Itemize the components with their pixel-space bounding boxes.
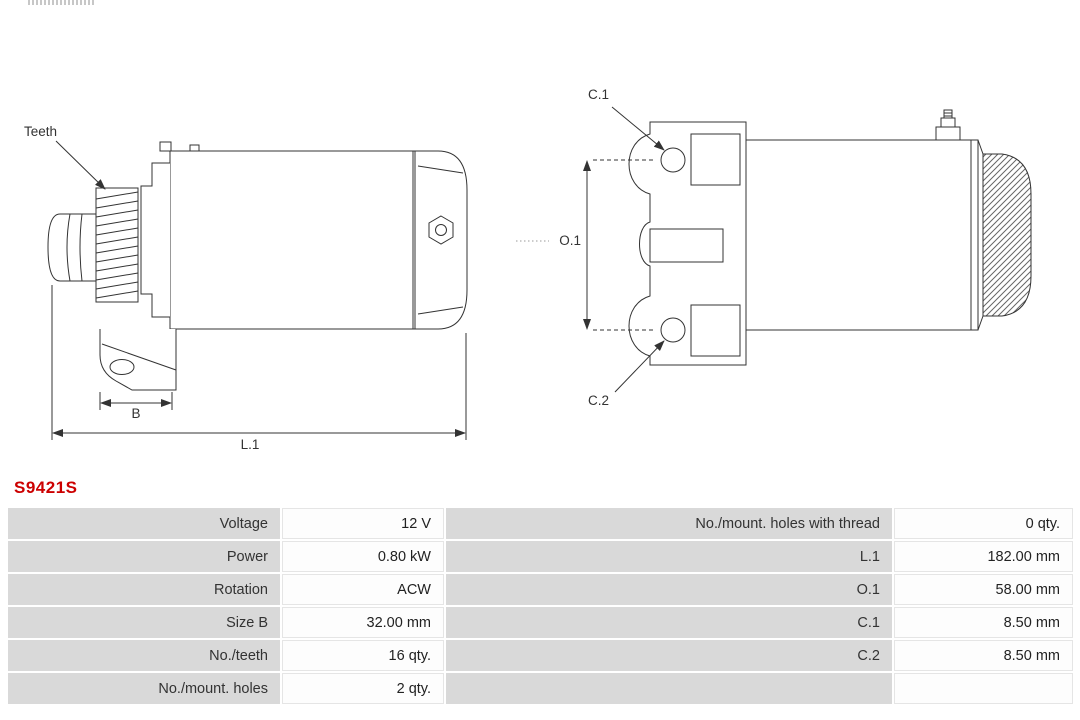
pinion-gear — [95, 187, 139, 303]
c1-leader — [611, 106, 665, 151]
technical-drawing: Teeth B L.1 — [24, 87, 1032, 452]
spec-label: Voltage — [8, 508, 280, 539]
spec-value: 12 V — [282, 508, 444, 539]
spec-label: Rotation — [8, 574, 280, 605]
spec-label: O.1 — [446, 574, 892, 605]
spec-label: No./mount. holes — [8, 673, 280, 704]
dim-b-label: B — [131, 406, 140, 421]
spec-value: 8.50 mm — [894, 640, 1073, 671]
spec-value: ACW — [282, 574, 444, 605]
spec-label — [446, 673, 892, 704]
dim-c2-label: C.2 — [588, 393, 609, 408]
drive-collar — [47, 213, 97, 282]
motor-body — [169, 150, 416, 330]
spec-value: 2 qty. — [282, 673, 444, 704]
spec-label: C.2 — [446, 640, 892, 671]
dim-l1-label: L.1 — [241, 437, 260, 452]
corner-artifact — [28, 0, 94, 5]
part-number: S9421S — [14, 478, 78, 497]
dim-c1-label: C.1 — [588, 87, 609, 102]
knurled-cap — [982, 153, 1032, 317]
mount-hole-top — [660, 147, 686, 173]
spec-label: No./mount. holes with thread — [446, 508, 892, 539]
dim-o1-label: O.1 — [559, 233, 581, 248]
spec-value: 8.50 mm — [894, 607, 1073, 638]
teeth-label: Teeth — [24, 124, 57, 139]
spec-table: Voltage 12 V No./mount. holes with threa… — [8, 508, 1073, 704]
spec-label: No./teeth — [8, 640, 280, 671]
dimension-b — [99, 392, 173, 410]
motor-body-2 — [745, 139, 979, 331]
spec-label: Size B — [8, 607, 280, 638]
spec-value: 58.00 mm — [894, 574, 1073, 605]
dimension-l1 — [51, 285, 467, 440]
terminal-stud — [935, 109, 961, 141]
spec-value: 16 qty. — [282, 640, 444, 671]
front-housing — [140, 162, 170, 318]
spec-label: Power — [8, 541, 280, 572]
spec-label: C.1 — [446, 607, 892, 638]
spec-value — [894, 673, 1073, 704]
spec-value: 182.00 mm — [894, 541, 1073, 572]
c2-leader — [614, 340, 665, 393]
mounting-bracket — [99, 329, 177, 391]
mount-hole-bottom — [660, 317, 686, 343]
spec-value: 0.80 kW — [282, 541, 444, 572]
spec-value: 0 qty. — [894, 508, 1073, 539]
spec-label: L.1 — [446, 541, 892, 572]
teeth-leader — [55, 140, 106, 190]
drawing-flange-view: C.1 O.1 C.2 — [516, 87, 1032, 408]
hex-bolt — [428, 215, 454, 245]
drawing-side-view: Teeth B L.1 — [24, 124, 468, 452]
dimension-o1 — [516, 159, 656, 331]
spec-value: 32.00 mm — [282, 607, 444, 638]
